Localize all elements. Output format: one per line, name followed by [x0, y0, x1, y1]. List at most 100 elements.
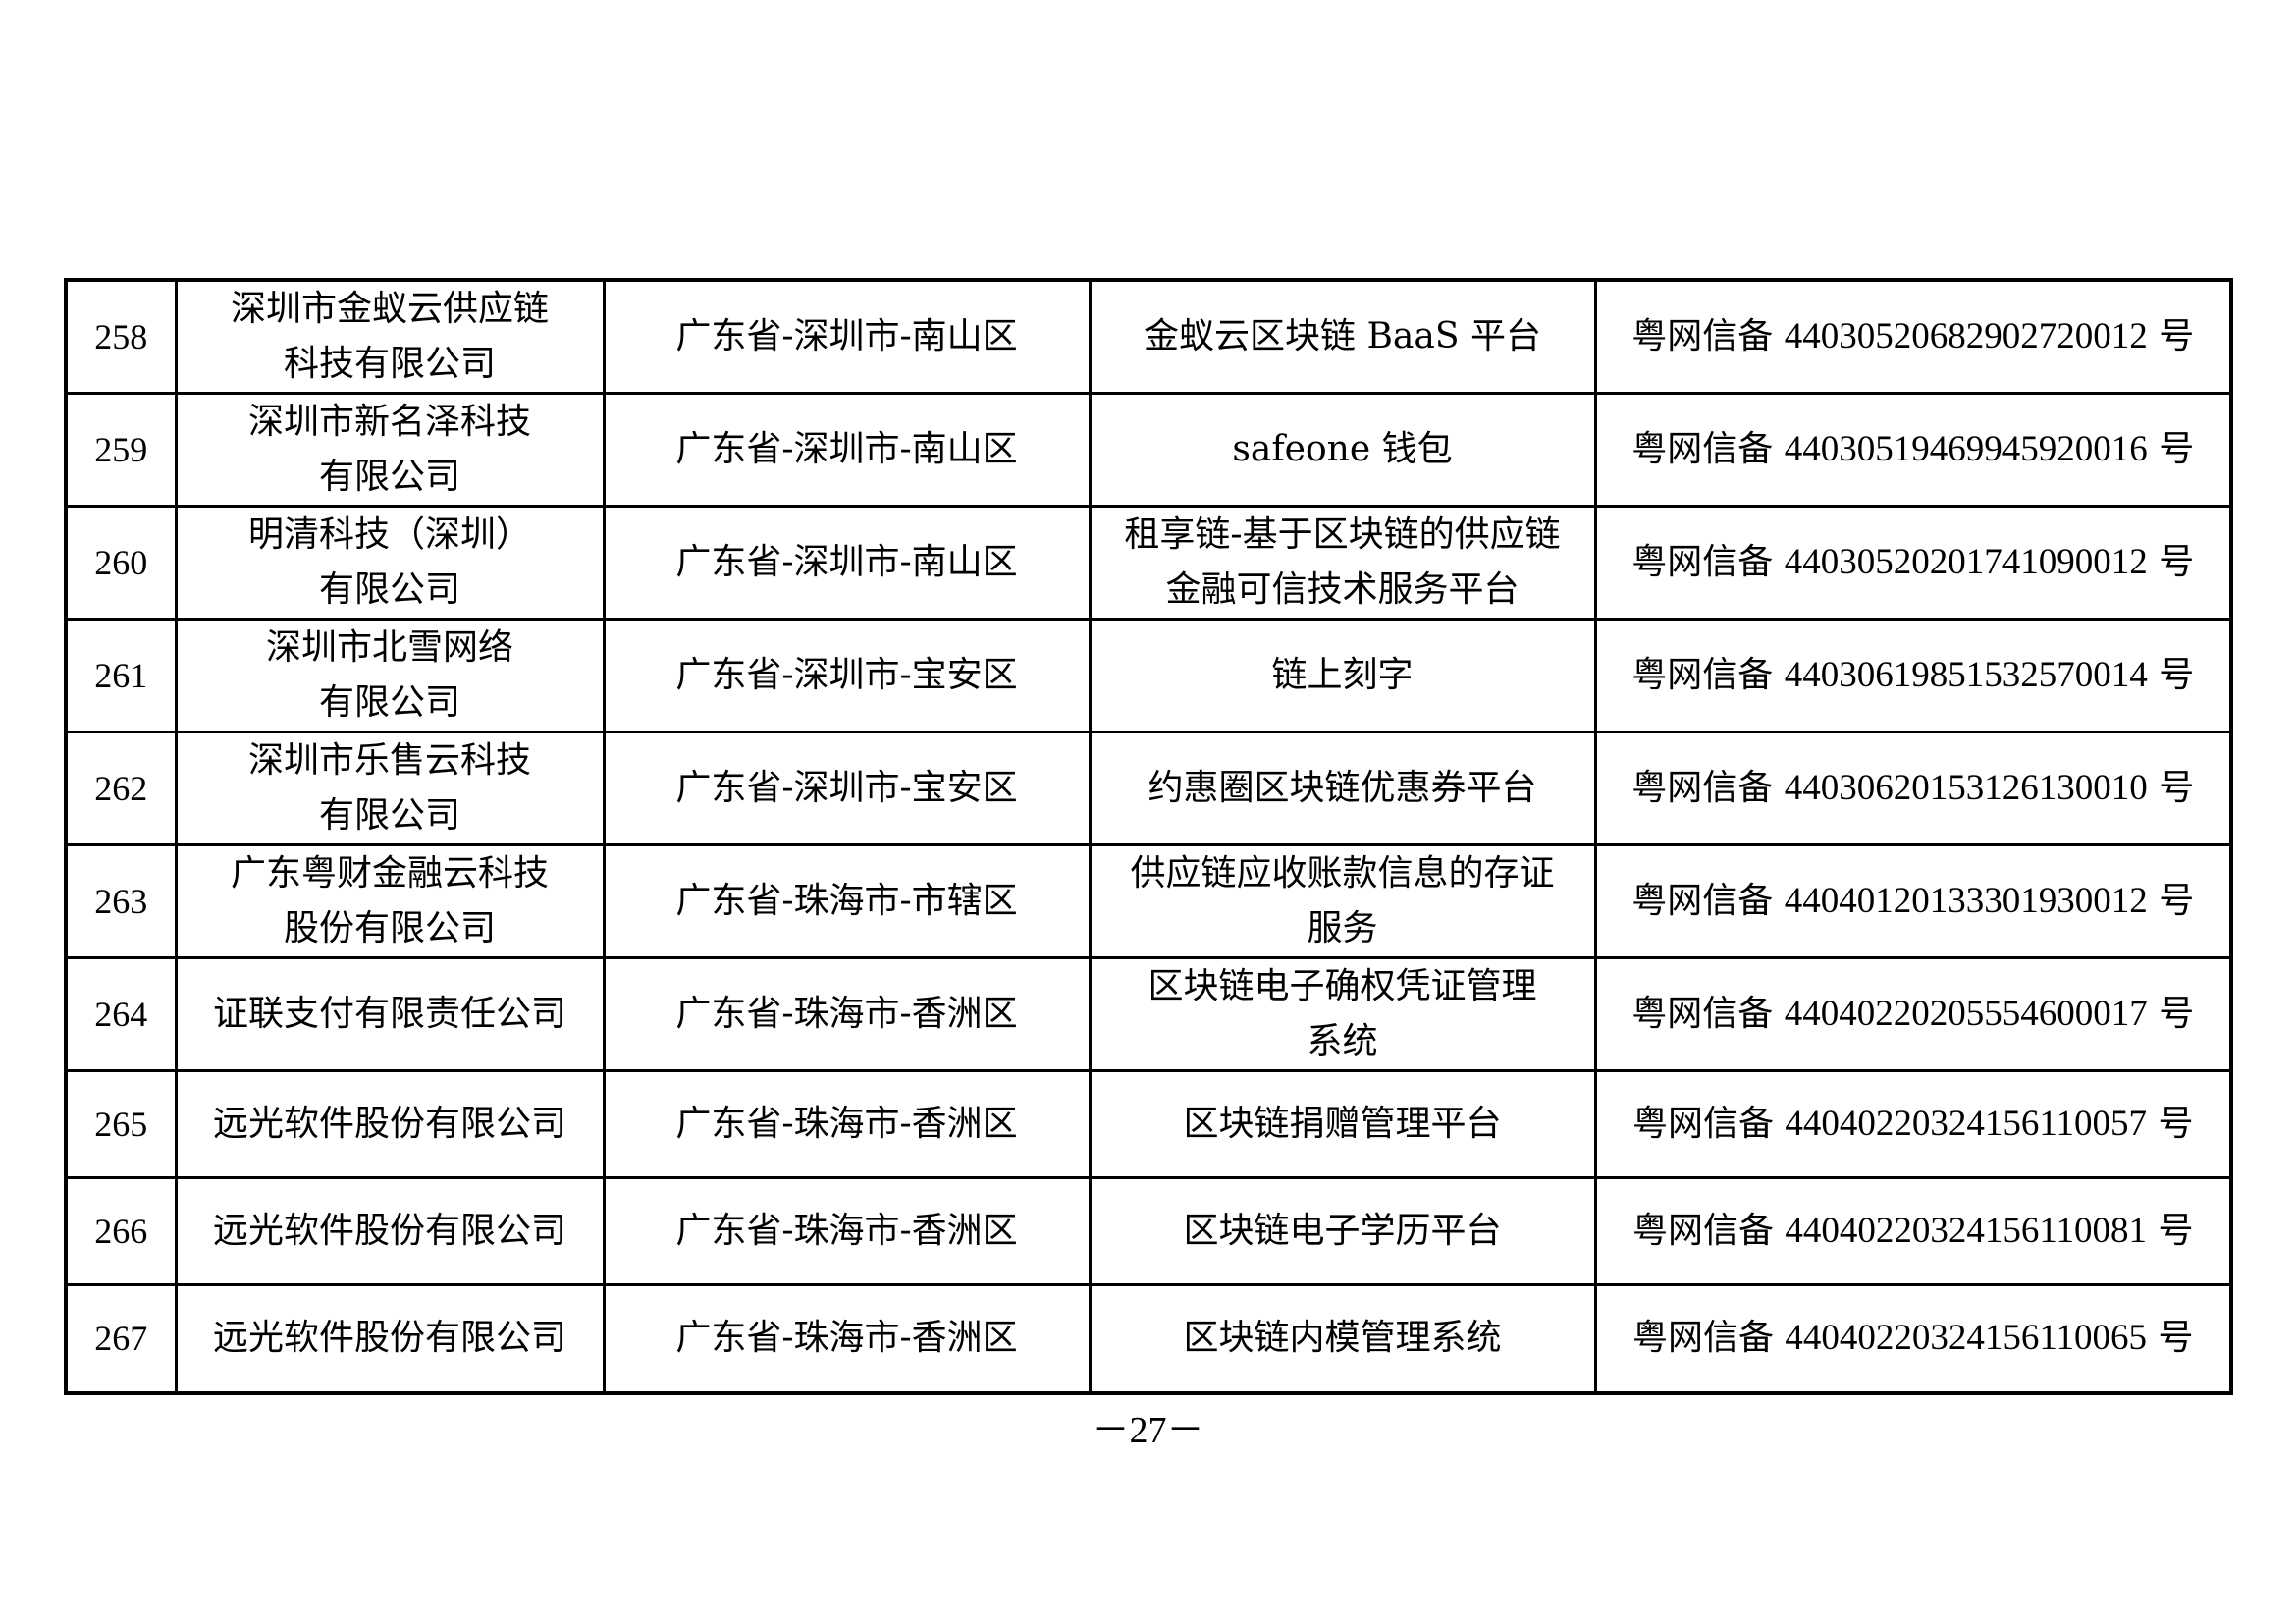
record-cell: 粤网信备 44030620153126130010 号 — [1593, 731, 2233, 846]
record-number: 44040220324156110081 — [1785, 1211, 2148, 1251]
company-cell: 远光软件股份有限公司 — [174, 1069, 606, 1179]
service-cell: 链上刻字 — [1088, 618, 1597, 733]
row-number: 263 — [94, 882, 148, 921]
location: 广东省-深圳市-南山区 — [675, 429, 1018, 469]
row-number-cell: 258 — [64, 278, 178, 395]
row-number: 261 — [94, 656, 148, 695]
row-number: 262 — [94, 769, 148, 808]
record-suffix: 号 — [2159, 994, 2195, 1034]
record-prefix: 粤网信备 — [1631, 655, 1774, 695]
record-suffix: 号 — [2158, 1211, 2194, 1251]
record-suffix: 号 — [2159, 655, 2195, 695]
row-number-cell: 266 — [64, 1176, 178, 1286]
company-cell: 深圳市北雪网络有限公司 — [174, 618, 606, 733]
record-prefix: 粤网信备 — [1631, 429, 1774, 469]
location: 广东省-珠海市-市辖区 — [675, 881, 1018, 921]
row-number-cell: 260 — [64, 505, 178, 621]
company-name-line: 证联支付有限责任公司 — [212, 994, 566, 1034]
table-row: 261 深圳市北雪网络有限公司 广东省-深圳市-宝安区 链上刻字 粤网信备 440306… — [64, 618, 2233, 733]
record-prefix: 粤网信备 — [1631, 1211, 1774, 1251]
company-name-line: 广东粤财金融云科技 — [230, 853, 549, 893]
company-cell: 深圳市乐售云科技有限公司 — [174, 731, 606, 846]
record-suffix: 号 — [2159, 316, 2195, 356]
service-name-line: 区块链内模管理系统 — [1183, 1318, 1502, 1359]
record-number: 44040220324156110065 — [1785, 1318, 2148, 1359]
record-prefix: 粤网信备 — [1631, 881, 1774, 921]
service-cell: 区块链捐赠管理平台 — [1088, 1069, 1597, 1179]
registry-table: 258 深圳市金蚁云供应链科技有限公司广东省-深圳市-南山区 金蚁云区块链 BaaS… — [64, 278, 2233, 1395]
service-name-line: 金蚁云区块链 BaaS 平台 — [1144, 316, 1541, 356]
service-name-line: 区块链电子学历平台 — [1183, 1211, 1502, 1251]
company-name-line: 有限公司 — [318, 682, 460, 723]
company-name-line: 深圳市北雪网络 — [265, 627, 513, 668]
record-cell: 粤网信备 44030619851532570014 号 — [1593, 618, 2233, 733]
page-number: －27－ — [1092, 1410, 1204, 1451]
record-cell: 粤网信备 44030519469945920016 号 — [1593, 392, 2233, 508]
company-name-line: 有限公司 — [318, 795, 460, 836]
record-number: 44030619851532570014 — [1784, 655, 2148, 695]
company-name-line: 有限公司 — [318, 457, 460, 497]
record-number: 44030519469945920016 — [1784, 429, 2148, 469]
service-name-line: 区块链捐赠管理平台 — [1183, 1104, 1502, 1144]
service-cell: 金蚁云区块链 BaaS 平台 — [1088, 278, 1597, 395]
location: 广东省-珠海市-香洲区 — [675, 1318, 1018, 1359]
row-number-cell: 262 — [64, 731, 178, 846]
service-name-line: 系统 — [1307, 1021, 1378, 1061]
location-cell: 广东省-珠海市-市辖区 — [602, 843, 1092, 959]
record-prefix: 粤网信备 — [1631, 994, 1774, 1034]
record-number: 44030520201741090012 — [1784, 542, 2148, 582]
company-cell: 远光软件股份有限公司 — [174, 1176, 606, 1286]
service-cell: 区块链电子学历平台 — [1088, 1176, 1597, 1286]
record-suffix: 号 — [2159, 542, 2195, 582]
record-prefix: 粤网信备 — [1631, 542, 1774, 582]
location: 广东省-深圳市-宝安区 — [675, 655, 1018, 695]
location-cell: 广东省-深圳市-南山区 — [602, 505, 1092, 621]
company-cell: 明清科技（深圳）有限公司 — [174, 505, 606, 621]
record-suffix: 号 — [2158, 1104, 2194, 1144]
table-row: 260 明清科技（深圳）有限公司广东省-深圳市-南山区租享链-基于区块链的供应链金… — [64, 505, 2233, 621]
service-cell: 区块链内模管理系统 — [1088, 1283, 1597, 1394]
registry-table-body: 258 深圳市金蚁云供应链科技有限公司广东省-深圳市-南山区 金蚁云区块链 BaaS… — [64, 278, 2233, 1394]
record-number: 44040120133301930012 — [1784, 881, 2148, 921]
company-name-line: 深圳市乐售云科技 — [247, 740, 531, 781]
location-cell: 广东省-珠海市-香洲区 — [602, 1283, 1092, 1394]
row-number: 258 — [94, 317, 148, 356]
service-cell: 约惠圈区块链优惠券平台 — [1088, 731, 1597, 846]
record-suffix: 号 — [2159, 768, 2195, 808]
record-cell: 粤网信备 44040220324156110065 号 — [1593, 1283, 2233, 1394]
company-cell: 广东粤财金融云科技股份有限公司 — [174, 843, 606, 959]
service-name-line: 链上刻字 — [1271, 655, 1414, 695]
record-cell: 粤网信备 44030520682902720012 号 — [1593, 278, 2233, 395]
location: 广东省-珠海市-香洲区 — [675, 1104, 1018, 1144]
service-name-line: 金融可信技术服务平台 — [1165, 569, 1520, 610]
row-number: 260 — [94, 543, 148, 582]
record-suffix: 号 — [2159, 881, 2195, 921]
record-prefix: 粤网信备 — [1631, 768, 1774, 808]
company-name-line: 远光软件股份有限公司 — [212, 1318, 566, 1359]
company-cell: 深圳市金蚁云供应链科技有限公司 — [174, 278, 606, 395]
record-number: 44040220205554600017 — [1784, 994, 2148, 1034]
service-name-line: 租享链-基于区块链的供应链 — [1124, 514, 1561, 555]
record-prefix: 粤网信备 — [1631, 316, 1774, 356]
record-suffix: 号 — [2158, 1318, 2194, 1359]
row-number: 266 — [94, 1212, 148, 1251]
record-number: 44030620153126130010 — [1784, 768, 2148, 808]
record-cell: 粤网信备 44040220205554600017 号 — [1593, 956, 2233, 1072]
company-name-line: 远光软件股份有限公司 — [212, 1104, 566, 1144]
row-number-cell: 263 — [64, 843, 178, 959]
company-cell: 远光软件股份有限公司 — [174, 1283, 606, 1394]
row-number-cell: 261 — [64, 618, 178, 733]
company-name-line: 深圳市金蚁云供应链 — [230, 289, 549, 329]
row-number-cell: 264 — [64, 956, 178, 1072]
company-cell: 证联支付有限责任公司 — [174, 956, 606, 1072]
company-name-line: 股份有限公司 — [283, 908, 496, 948]
record-number: 44040220324156110057 — [1785, 1104, 2148, 1144]
row-number-cell: 265 — [64, 1069, 178, 1179]
company-name-line: 科技有限公司 — [283, 344, 496, 384]
service-cell: safeone 钱包 — [1088, 392, 1597, 508]
